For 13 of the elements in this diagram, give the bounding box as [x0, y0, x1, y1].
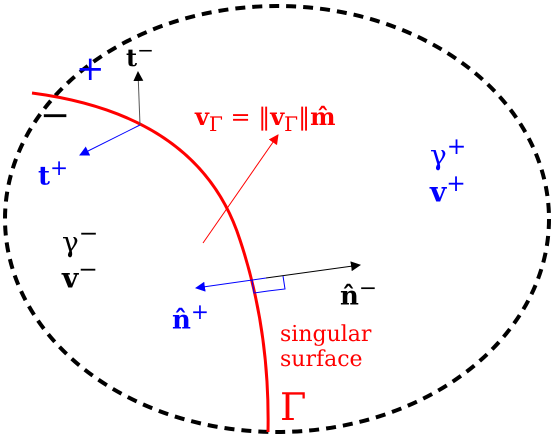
surface-label: singular surface: [280, 322, 370, 373]
region-label: γ$^{−}$: [62, 222, 98, 256]
sign-label: −: [40, 98, 70, 134]
velocity-label: v$^{−}$: [62, 258, 98, 292]
vector-label: n̂$^{+}$: [172, 302, 210, 334]
sign-label: +: [76, 52, 104, 86]
vector-label: n̂$^{−}$: [340, 278, 378, 310]
symbol-label: Γ: [280, 388, 306, 426]
vector-label: t$^{+}$: [38, 158, 68, 190]
region-label: γ$^{+}$: [430, 135, 466, 170]
velocity-label: v$^{+}$: [430, 172, 466, 206]
formula-label: v$_{Γ}$ = ‖v$_{Γ}$‖m̂: [195, 105, 336, 134]
vector-label: t$^{−}$: [126, 40, 154, 70]
